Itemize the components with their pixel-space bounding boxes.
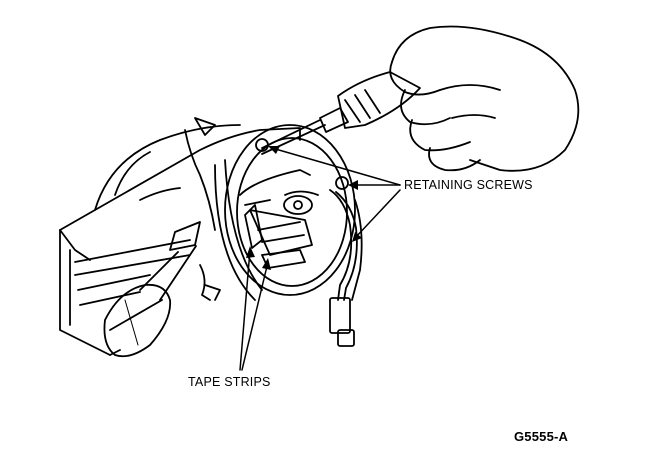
hand bbox=[389, 25, 580, 172]
lever-knob bbox=[103, 283, 172, 358]
steering-wheel-hub bbox=[214, 124, 356, 301]
retaining-screws bbox=[255, 138, 349, 190]
screwdriver bbox=[261, 71, 421, 155]
wiring-harness bbox=[329, 189, 363, 347]
leader-lines bbox=[239, 147, 401, 371]
arrowheads bbox=[246, 146, 362, 270]
retaining-screws-label: RETAINING SCREWS bbox=[404, 178, 533, 192]
column-shroud bbox=[59, 117, 301, 356]
tape-strips-label: TAPE STRIPS bbox=[188, 375, 271, 389]
figure-id-label: G5555-A bbox=[514, 429, 569, 444]
